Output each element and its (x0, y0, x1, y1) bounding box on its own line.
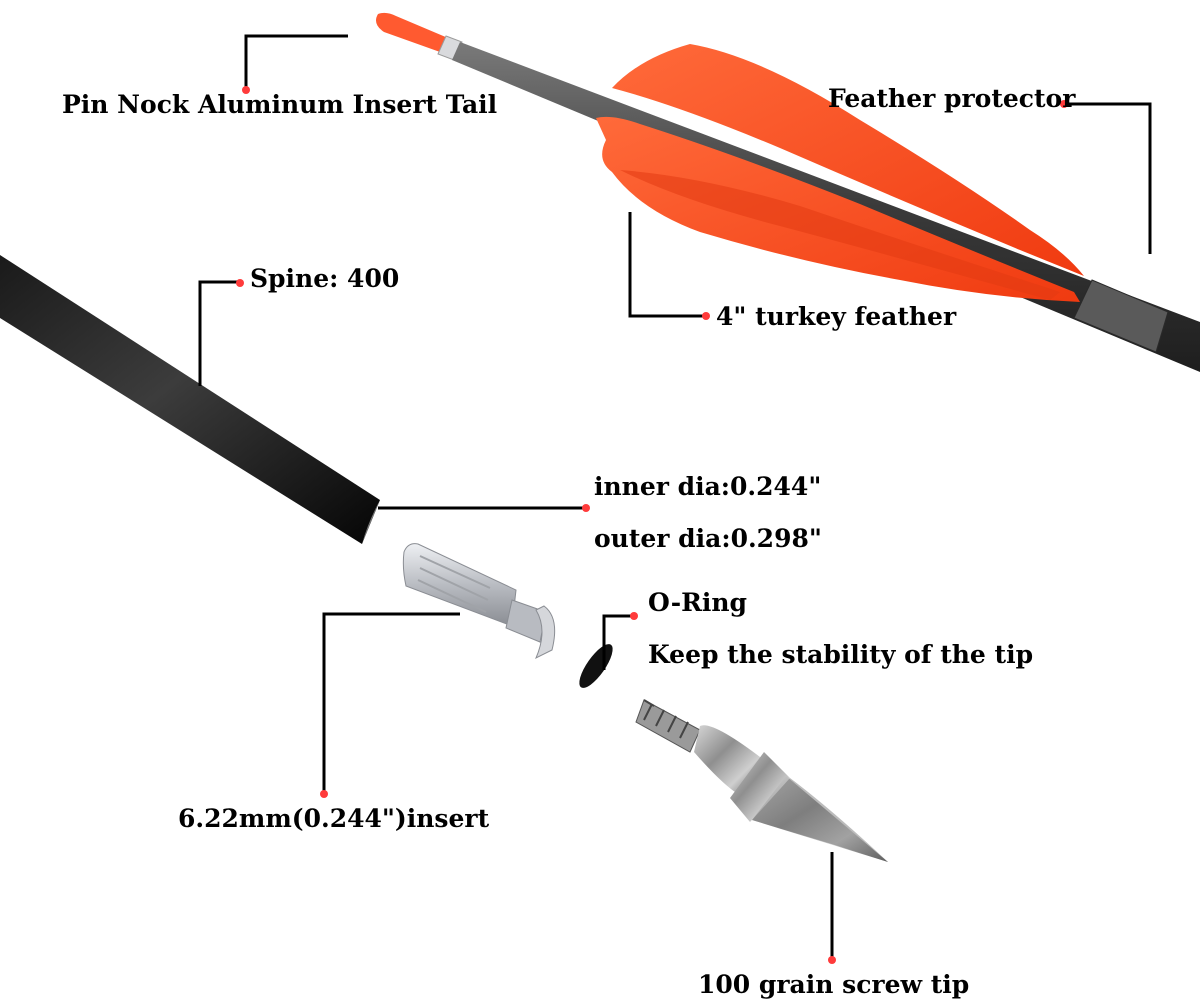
label-o-ring-desc: Keep the stability of the tip (648, 640, 1034, 669)
feather-base (620, 170, 1060, 300)
dot-spine (236, 279, 244, 287)
label-spine: Spine: 400 (250, 264, 400, 293)
fletched-arrow (376, 12, 1200, 372)
leader-pin-nock (244, 34, 348, 88)
label-outer-dia: outer dia:0.298" (594, 524, 822, 553)
marker-dots (236, 86, 1068, 964)
leader-lines (198, 34, 1152, 958)
leader-turkey-feather (628, 212, 704, 318)
pin-nock (376, 12, 448, 52)
dot-o-ring (630, 612, 638, 620)
label-insert: 6.22mm(0.244")insert (178, 804, 490, 833)
feather-protector-band (1073, 279, 1169, 353)
label-screw-tip: 100 grain screw tip (698, 970, 970, 999)
dot-insert (320, 790, 328, 798)
label-inner-dia: inner dia:0.244" (594, 472, 822, 501)
upper-feather (612, 44, 1084, 276)
leader-insert (322, 612, 460, 792)
dot-diameter (582, 504, 590, 512)
leader-o-ring (602, 614, 632, 670)
label-o-ring: O-Ring (648, 588, 747, 617)
dot-screw-tip (828, 956, 836, 964)
leader-feather-protector (1064, 102, 1152, 254)
dot-feather-protector (1060, 100, 1068, 108)
aluminum-insert (402, 543, 556, 660)
lower-feather (596, 116, 1080, 302)
leader-spine (198, 280, 240, 386)
o-ring (579, 644, 613, 688)
screw-tip (635, 699, 888, 862)
label-pin-nock: Pin Nock Aluminum Insert Tail (62, 90, 498, 119)
dot-pin-nock (242, 86, 250, 94)
label-feather-protector: Feather protector (828, 84, 1076, 113)
black-shaft (0, 255, 380, 544)
dot-turkey-feather (702, 312, 710, 320)
label-turkey-feather: 4" turkey feather (716, 302, 957, 331)
